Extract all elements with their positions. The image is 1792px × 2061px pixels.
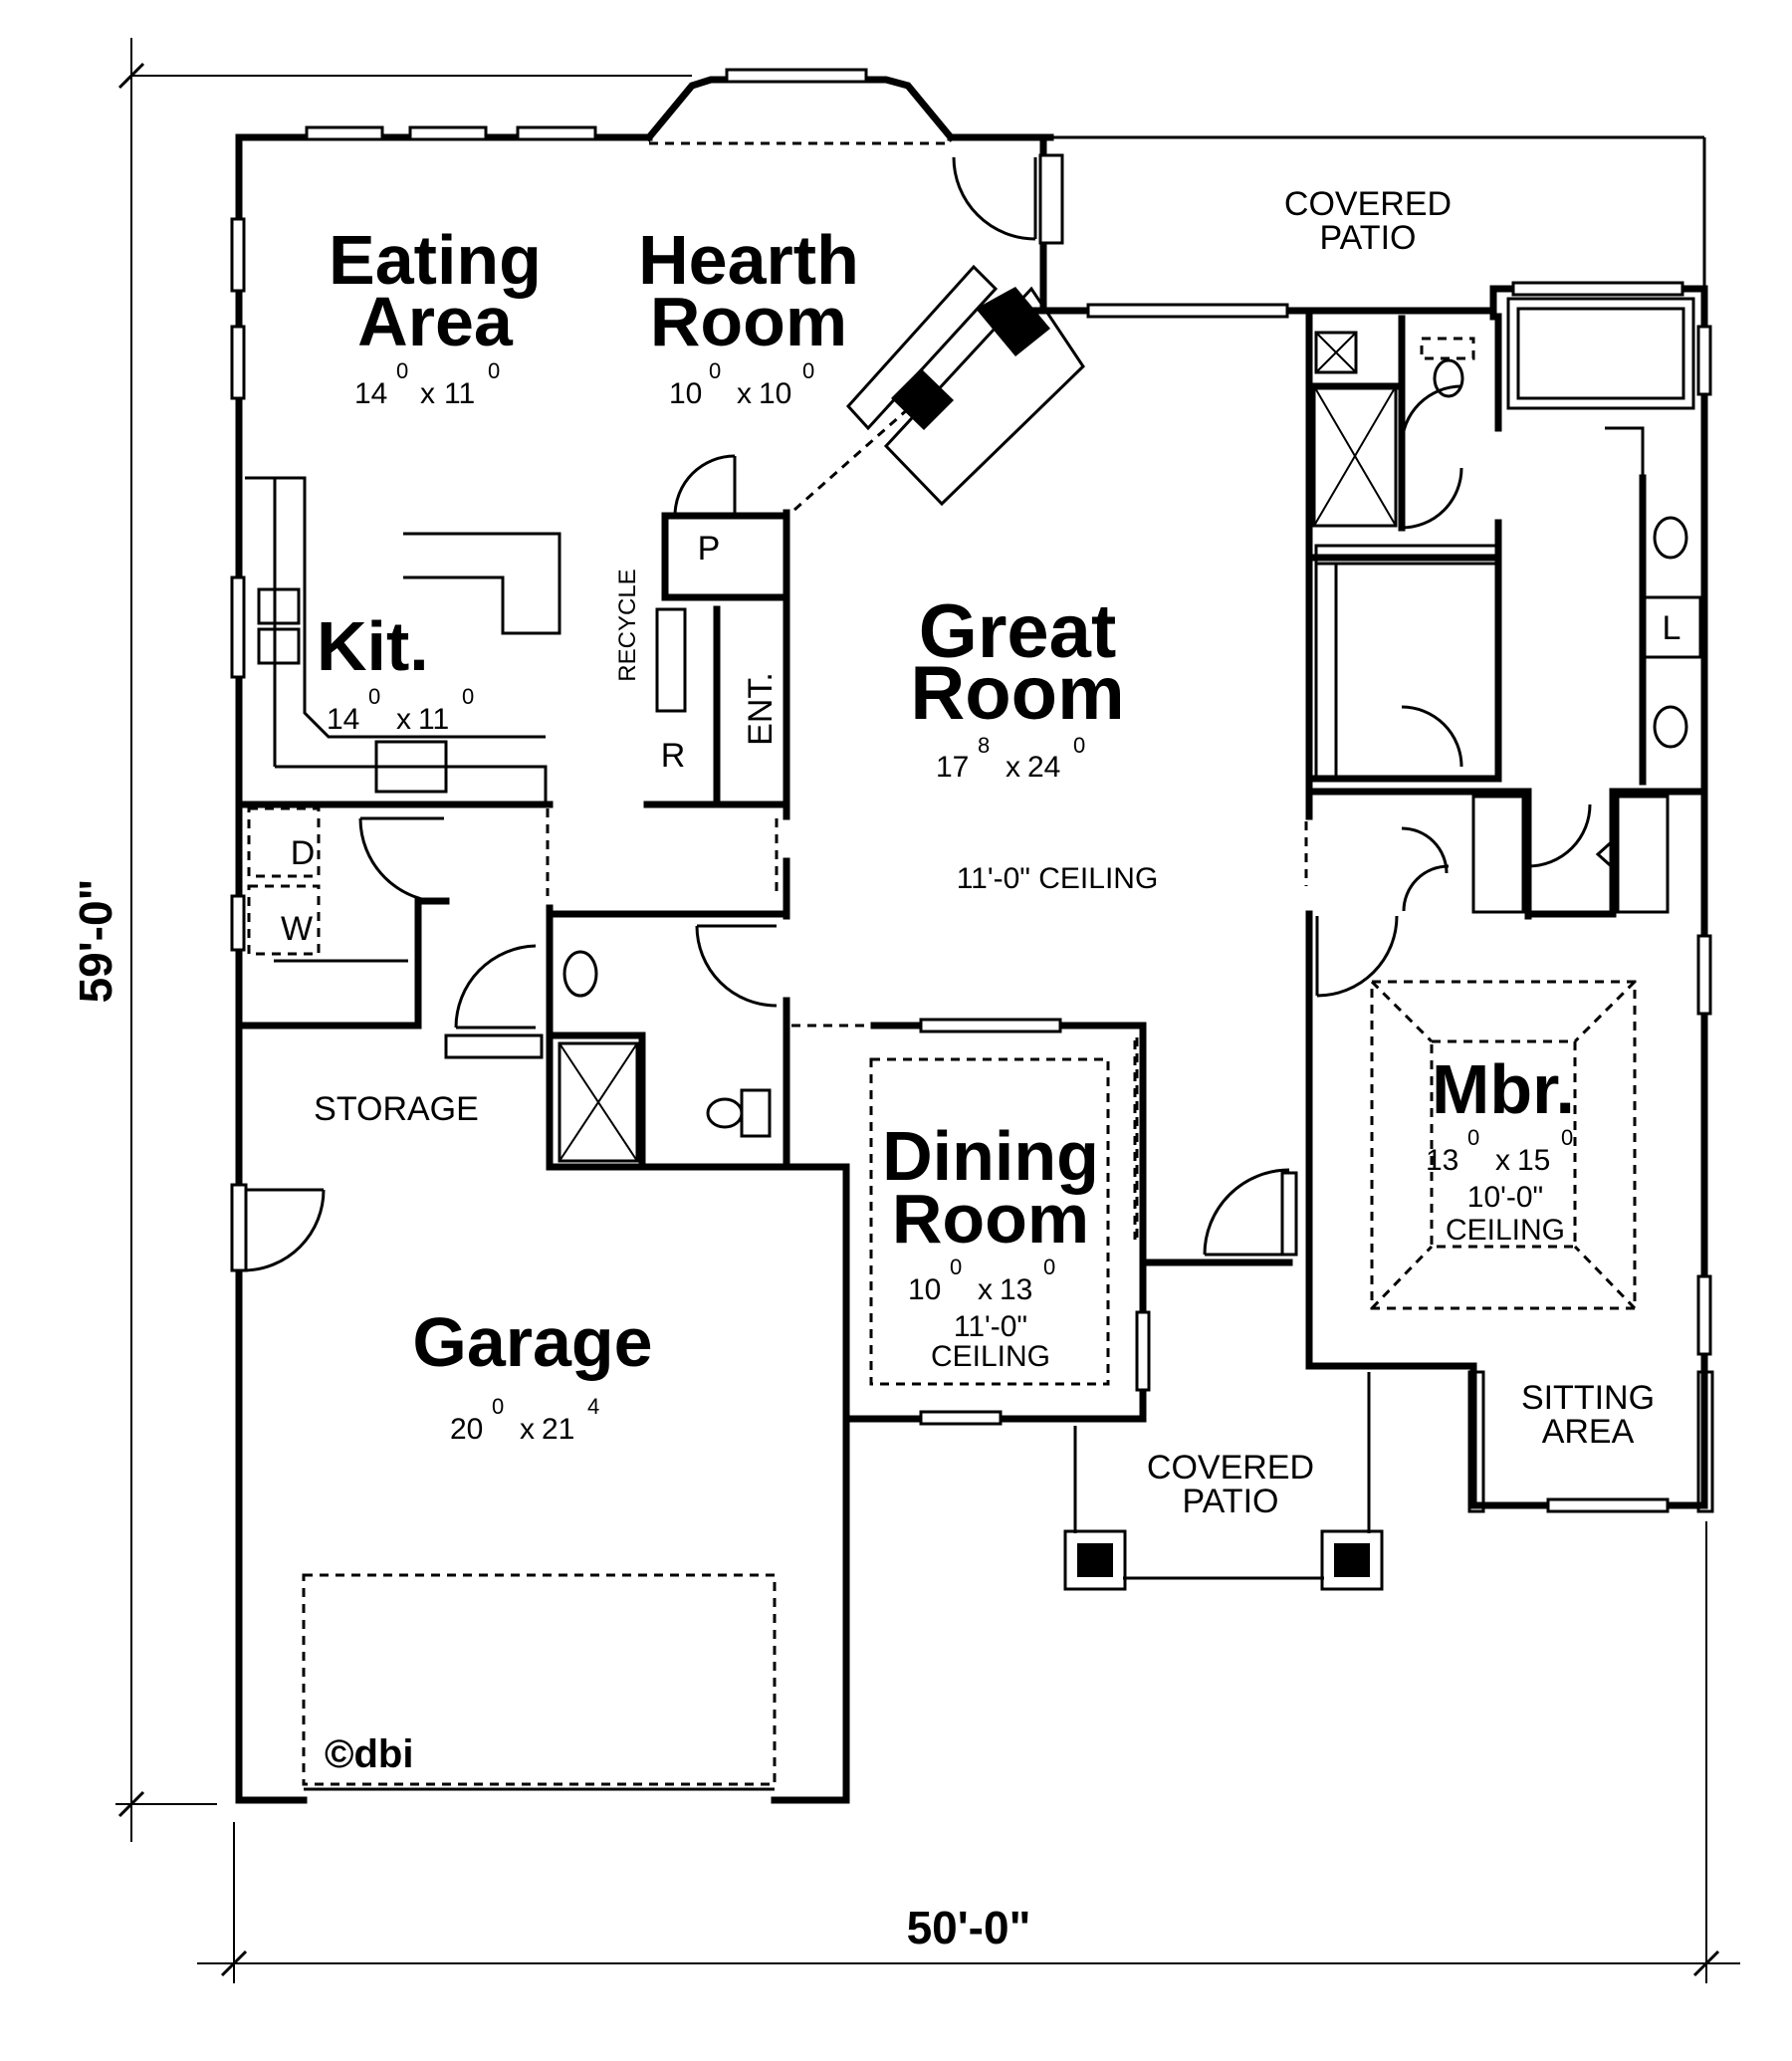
great-room-x: x xyxy=(1006,751,1020,784)
hearth-room-name-line2: Room xyxy=(650,283,847,360)
covered-patio-top-line2: PATIO xyxy=(1320,219,1417,257)
hearth-room-depth: 10 xyxy=(759,377,791,410)
master-bedroom-name: Mbr. xyxy=(1432,1050,1575,1128)
room-label-hearth: Hearth Room 10 0 x 10 0 xyxy=(638,221,859,410)
sitting-area-line2: AREA xyxy=(1542,1413,1635,1451)
doors xyxy=(230,153,1592,1272)
eating-area-name-line1: Eating xyxy=(329,221,542,299)
dining-room-depth: 13 xyxy=(1000,1273,1032,1306)
master-bedroom-depth-sup: 0 xyxy=(1561,1125,1573,1150)
great-room-depth: 24 xyxy=(1027,751,1060,784)
great-room-depth-sup: 0 xyxy=(1073,733,1085,758)
room-label-great: Great Room 17 8 x 24 0 11'-0" CEILING xyxy=(910,589,1158,895)
garage-x: x xyxy=(520,1413,535,1446)
dining-room-name-line2: Room xyxy=(892,1180,1089,1258)
master-bedroom-x: x xyxy=(1495,1144,1510,1177)
dining-room-ceiling-line1: 11'-0" xyxy=(954,1310,1027,1343)
great-room-name-line2: Room xyxy=(910,651,1124,736)
kitchen-depth-sup: 0 xyxy=(462,684,474,709)
linen-label: L xyxy=(1663,609,1681,647)
dining-room-name-line1: Dining xyxy=(882,1117,1099,1195)
eating-area-width-sup: 0 xyxy=(396,358,408,383)
small-labels: COVERED PATIO COVERED PATIO SITTING AREA… xyxy=(281,185,1681,1776)
great-room-ceiling: 11'-0" CEILING xyxy=(957,862,1159,895)
front-porch xyxy=(1063,1370,1714,1591)
garage-depth-sup: 4 xyxy=(587,1394,599,1419)
master-ceiling-line2: CEILING xyxy=(1446,1214,1565,1247)
eating-area-x: x xyxy=(420,377,435,410)
great-room-name-line1: Great xyxy=(919,589,1117,674)
interior-walls xyxy=(235,307,1708,1171)
dining-room-depth-sup: 0 xyxy=(1043,1255,1055,1279)
entry-closet-label: ENT. xyxy=(742,672,780,746)
master-bedroom-width: 13 xyxy=(1426,1144,1458,1177)
sitting-area-line1: SITTING xyxy=(1521,1379,1655,1417)
recycle-label: RECYCLE xyxy=(614,569,641,681)
eating-area-depth: 11 xyxy=(444,377,475,410)
kitchen-depth: 11 xyxy=(418,703,449,736)
overall-dimensions: 59'-0" 50'-0" xyxy=(70,879,1030,1953)
eating-area-depth-sup: 0 xyxy=(488,358,500,383)
covered-patio-top-line1: COVERED xyxy=(1284,185,1452,223)
ceiling-details xyxy=(302,980,1637,1786)
hearth-room-width-sup: 0 xyxy=(709,358,721,383)
overall-depth-label: 59'-0" xyxy=(70,879,121,1004)
overall-width-label: 50'-0" xyxy=(907,1902,1031,1953)
great-room-width-sup: 8 xyxy=(978,733,990,758)
great-room-width: 17 xyxy=(936,751,969,784)
garage-depth: 21 xyxy=(542,1413,574,1446)
garage-name: Garage xyxy=(412,1303,652,1381)
kitchen-x: x xyxy=(396,703,411,736)
master-bedroom-depth: 15 xyxy=(1517,1144,1550,1177)
master-ceiling-line1: 10'-0" xyxy=(1467,1181,1543,1214)
dryer-label: D xyxy=(291,834,316,872)
kitchen-width-sup: 0 xyxy=(368,684,380,709)
pantry-label: P xyxy=(698,530,721,568)
kitchen-fixtures xyxy=(245,476,687,963)
covered-patio-front-line2: PATIO xyxy=(1183,1483,1279,1520)
copyright-mark: ©dbi xyxy=(325,1732,413,1776)
bath-fixtures xyxy=(558,297,1702,1163)
hearth-room-x: x xyxy=(737,377,752,410)
storage-label: STORAGE xyxy=(314,1090,479,1128)
garage-width-sup: 0 xyxy=(492,1394,504,1419)
eating-area-width: 14 xyxy=(354,377,387,410)
room-label-dining: Dining Room 10 0 x 13 0 11'-0" CEILING xyxy=(882,1117,1099,1373)
room-label-kitchen: Kit. 14 0 x 11 0 xyxy=(317,607,474,736)
covered-patio-front-line1: COVERED xyxy=(1147,1449,1314,1487)
dining-room-x: x xyxy=(978,1273,993,1306)
kitchen-name: Kit. xyxy=(317,607,429,685)
washer-label: W xyxy=(281,910,313,948)
garage-width: 20 xyxy=(450,1413,483,1446)
refrigerator-label: R xyxy=(661,737,686,775)
room-label-eating: Eating Area 14 0 x 11 0 xyxy=(329,221,542,410)
dining-room-width-sup: 0 xyxy=(950,1255,962,1279)
windows xyxy=(230,68,1712,1513)
hearth-room-depth-sup: 0 xyxy=(802,358,814,383)
hearth-room-width: 10 xyxy=(669,377,702,410)
eating-area-name-line2: Area xyxy=(357,283,514,360)
kitchen-width: 14 xyxy=(327,703,359,736)
master-bedroom-width-sup: 0 xyxy=(1467,1125,1479,1150)
hearth-room-name-line1: Hearth xyxy=(638,221,859,299)
dimension-lines xyxy=(115,38,1740,1983)
room-label-master: Mbr. 13 0 x 15 0 10'-0" CEILING xyxy=(1426,1050,1575,1247)
room-label-garage: Garage 20 0 x 21 4 xyxy=(412,1303,652,1446)
dining-room-ceiling-line2: CEILING xyxy=(931,1340,1050,1373)
dining-room-width: 10 xyxy=(908,1273,941,1306)
fireplace xyxy=(845,264,1085,507)
